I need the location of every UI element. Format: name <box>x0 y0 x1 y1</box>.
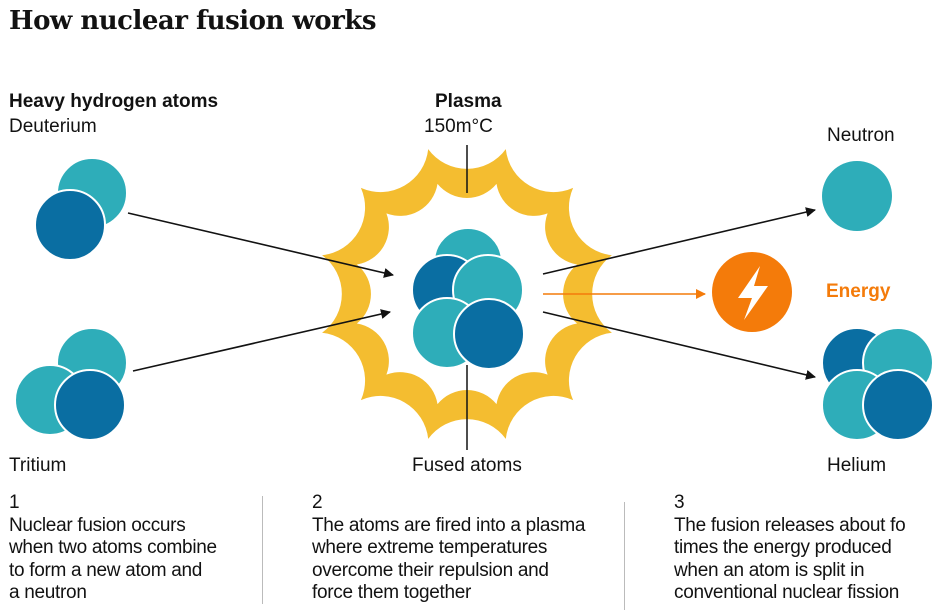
plasma-label: Plasma <box>435 91 502 112</box>
heavy-label: Heavy hydrogen atoms <box>9 91 219 112</box>
energy-label: Energy <box>826 281 891 302</box>
divider <box>262 496 263 604</box>
arrow-helium <box>542 311 816 380</box>
page-title: How nuclear fusion works <box>9 6 376 36</box>
arrow-deuterium <box>127 212 394 278</box>
arrow-tritium <box>132 309 391 372</box>
arrow-neutron <box>542 207 816 275</box>
deuterium-atom <box>34 157 128 261</box>
neutron-atom <box>822 161 892 231</box>
fused-atoms <box>411 227 525 370</box>
tritium-label: Tritium <box>9 455 67 476</box>
deuterium-label: Deuterium <box>9 116 97 137</box>
lightning-icon <box>738 266 768 320</box>
neutron-label: Neutron <box>827 125 895 146</box>
fused-label: Fused atoms <box>412 455 522 476</box>
temperature-label: 150m°C <box>424 116 493 137</box>
helium-label: Helium <box>827 455 887 476</box>
helium-atom <box>821 327 934 441</box>
divider <box>624 502 625 610</box>
tritium-atom <box>14 327 128 441</box>
